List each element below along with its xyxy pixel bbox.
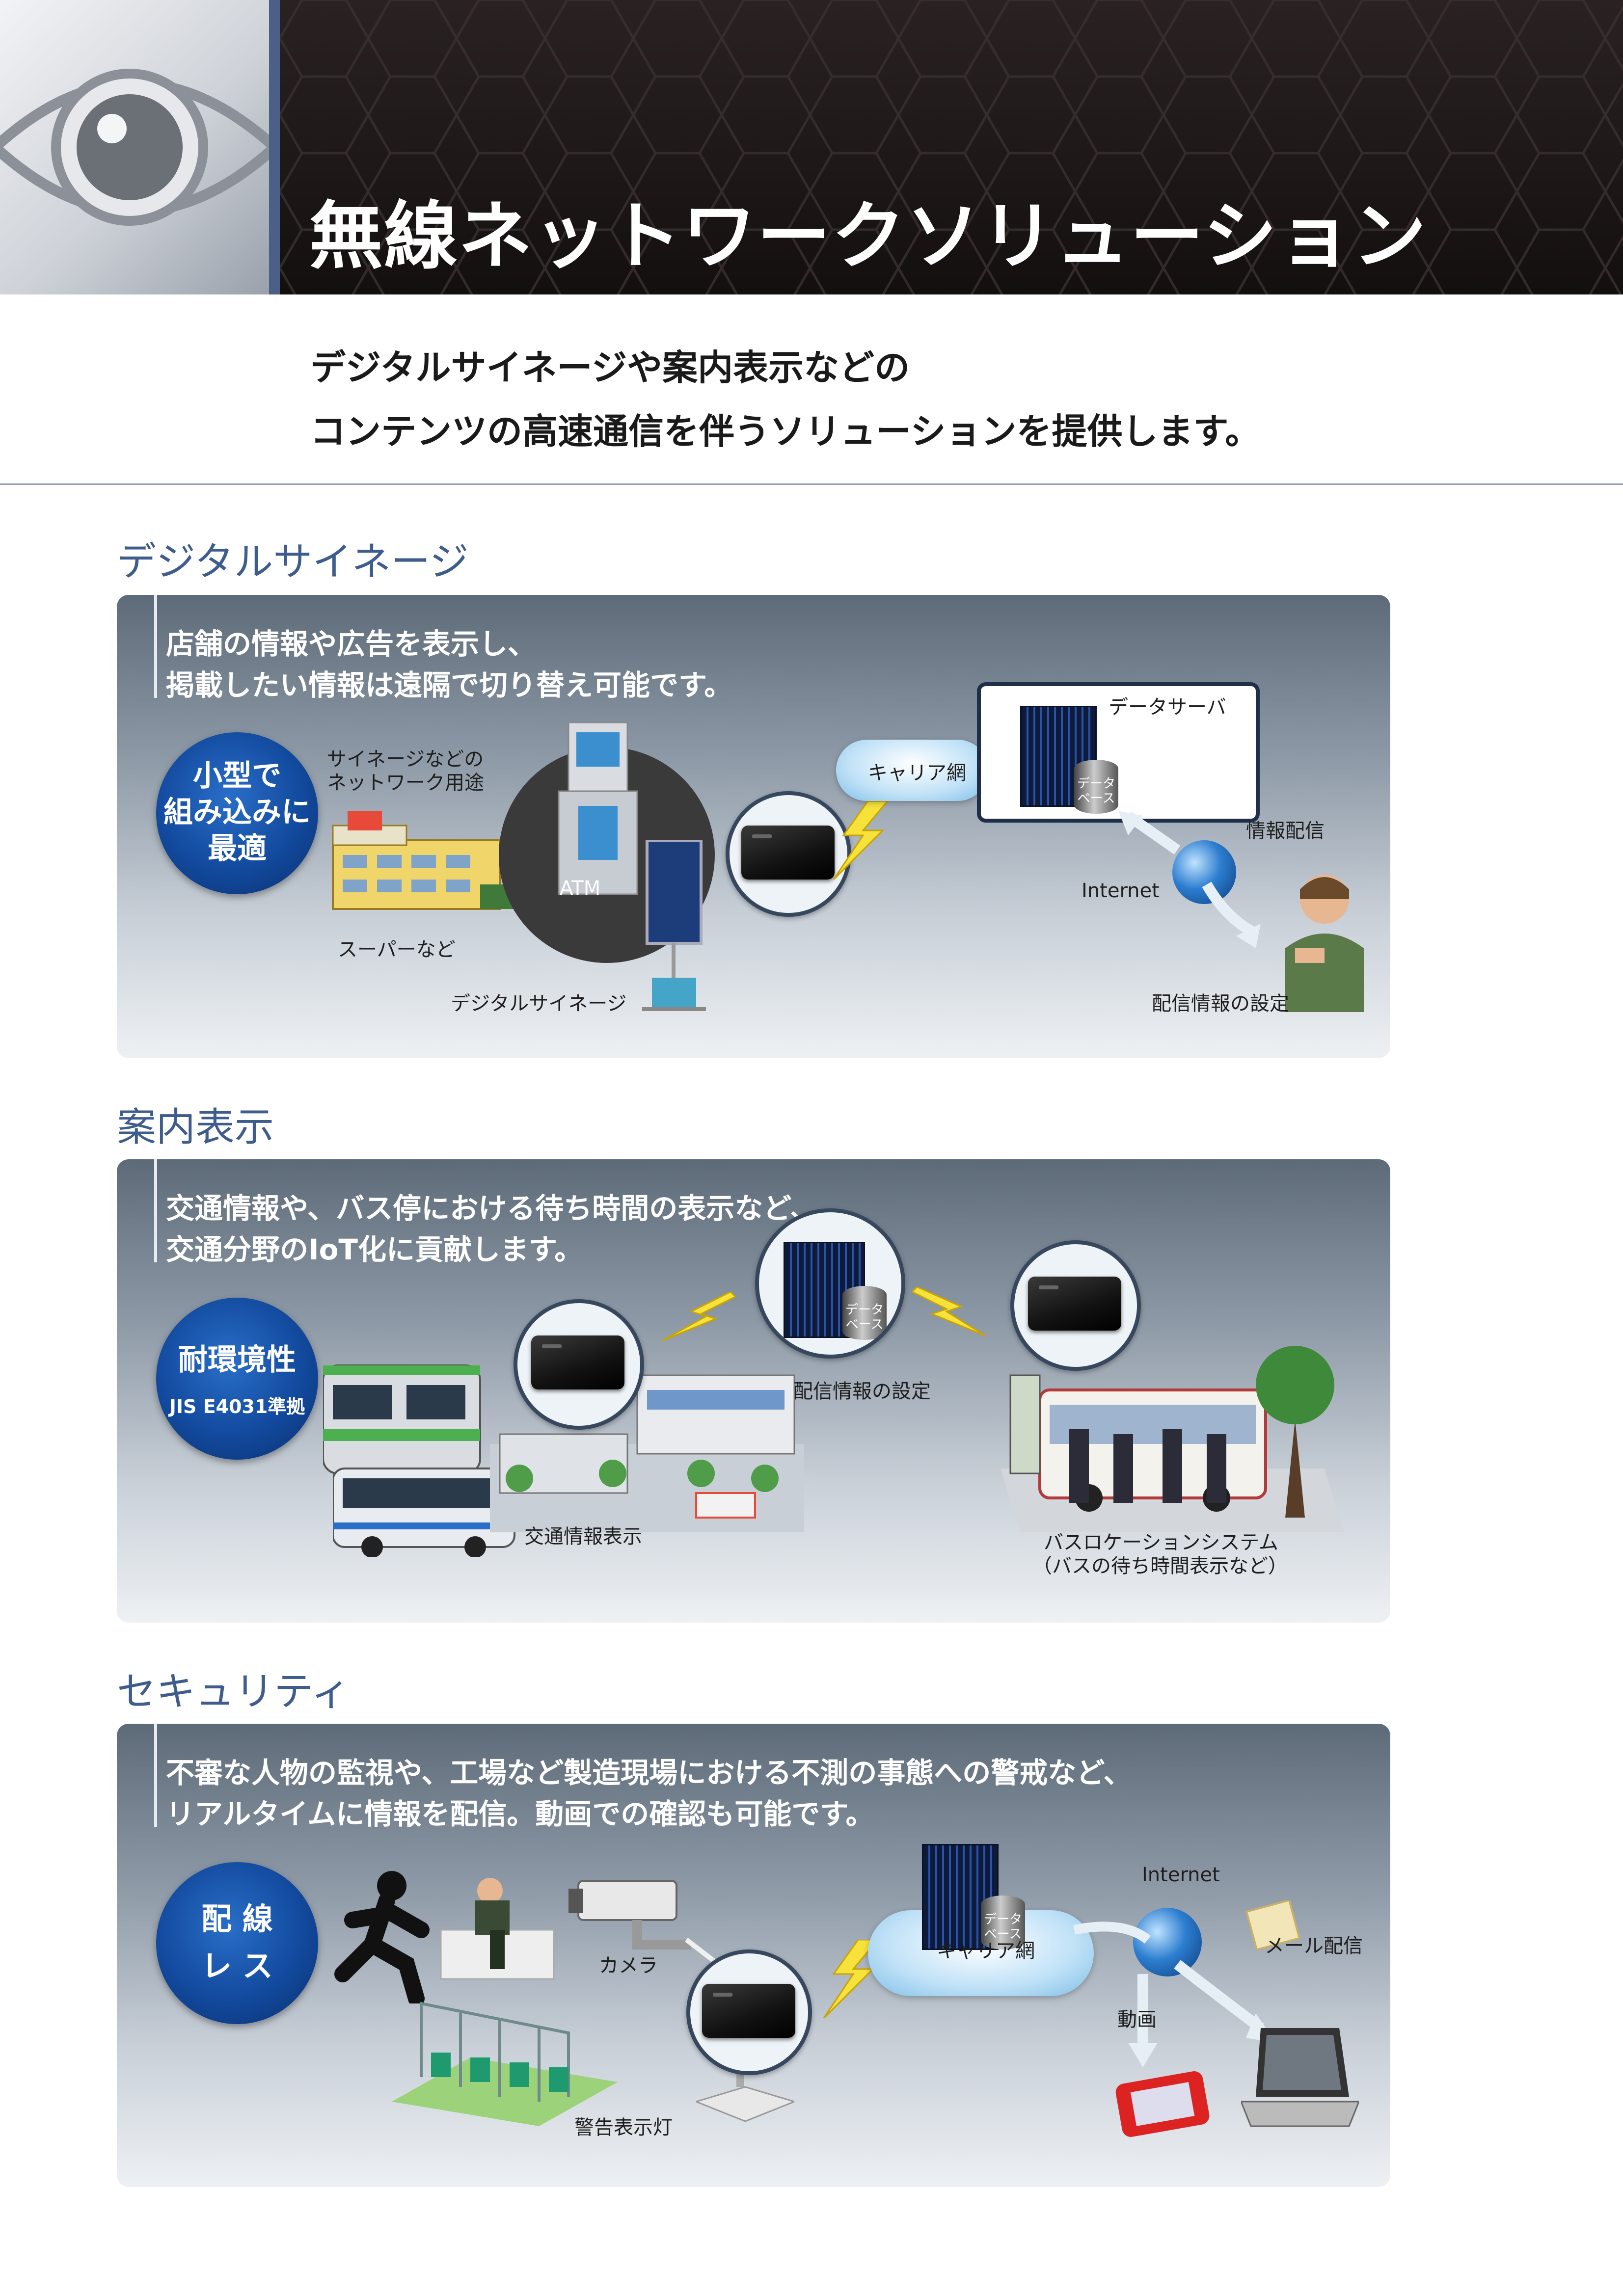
- label-use-2: ネットワーク用途: [327, 772, 484, 794]
- badge-line-1: 小型で: [193, 759, 281, 793]
- desc-line-2: 交通分野のIoT化に貢献します。: [166, 1233, 583, 1266]
- badge-line-1: 耐環境性: [178, 1343, 296, 1377]
- panel-security: 不審な人物の監視や、工場など製造現場における不測の事態への警戒など、 リアルタイ…: [117, 1724, 1390, 2187]
- smartphone-icon: [1115, 2071, 1210, 2137]
- laptop-icon: [1241, 2028, 1359, 2127]
- accent-bar: [269, 0, 280, 294]
- person-phone-icon: [1285, 875, 1364, 1012]
- label-bus-location-sub: （バスの待ち時間表示など）: [1032, 1555, 1288, 1577]
- mail-icon: [1245, 1900, 1301, 1951]
- page-title: 無線ネットワークソリューション: [309, 194, 1428, 279]
- wireless-bolt-icon: [833, 801, 889, 880]
- panel-signage: 店舗の情報や広告を表示し、 掲載したい情報は遠隔で切り替え可能です。 小型で 組…: [117, 595, 1390, 1058]
- bus-stop-scene-icon: [1001, 1346, 1344, 1532]
- label-super: スーパーなど: [338, 938, 456, 961]
- database-icon: データベース: [981, 1896, 1025, 1949]
- signage-stand-icon: [642, 840, 706, 1011]
- device-bubble: [726, 791, 851, 917]
- label-video: 動画: [1117, 2008, 1157, 2031]
- wireless-bolt-icon: [662, 1292, 735, 1341]
- wireless-bolt-icon: [912, 1287, 986, 1336]
- label-mail: メール配信: [1265, 1935, 1363, 1957]
- label-atm: ATM: [560, 877, 601, 900]
- badge-line-2: JIS E4031準拠: [169, 1396, 305, 1417]
- eye-icon: [0, 69, 269, 226]
- climbing-person-icon: [440, 1878, 555, 1980]
- badge-wireless: 配 線 レ ス: [156, 1862, 318, 2024]
- globe-icon: [1172, 840, 1236, 904]
- server-bubble: データベース: [755, 1208, 905, 1359]
- hexagon-pattern: [280, 0, 1623, 294]
- desc-line-1: 店舗の情報や広告を表示し、: [166, 627, 537, 661]
- badge-compact: 小型で 組み込みに 最適: [156, 732, 318, 894]
- device-bubble-1: [514, 1299, 644, 1430]
- camera-icon: [568, 1880, 691, 1949]
- label-internet: Internet: [1142, 1864, 1220, 1886]
- database-icon: データベース: [842, 1286, 887, 1340]
- divider: [0, 483, 1623, 485]
- panel-accent: [154, 595, 157, 698]
- label-data-server: データサーバ: [1109, 696, 1226, 719]
- label-warning-light: 警告表示灯: [574, 2116, 673, 2139]
- section-title-guidance: 案内表示: [117, 1104, 274, 1150]
- badge-line-3: 最適: [208, 831, 267, 866]
- intruder-icon: [334, 1871, 430, 2003]
- router-device-icon: [531, 1335, 624, 1389]
- router-device-icon: [1028, 1277, 1121, 1331]
- badge-line-1: 配 線: [201, 1901, 273, 1937]
- label-carrier: キャリア網: [868, 762, 966, 784]
- desc-line-2: 掲載したい情報は遠隔で切り替え可能です。: [166, 668, 733, 702]
- bus-icon: [333, 1468, 515, 1557]
- panel-description: 不審な人物の監視や、工場など製造現場における不測の事態への警戒など、 リアルタイ…: [166, 1752, 1132, 1835]
- panel-guidance: 交通情報や、バス停における待ち時間の表示など、 交通分野のIoT化に貢献します。…: [117, 1159, 1390, 1623]
- label-signage: デジタルサイネージ: [451, 992, 627, 1015]
- label-camera: カメラ: [599, 1954, 658, 1977]
- router-device-icon: [702, 1984, 795, 2038]
- panel-accent: [154, 1724, 157, 1827]
- atm-icon: [558, 722, 638, 895]
- station-scene-icon: [490, 1374, 804, 1532]
- section-title-signage: デジタルサイネージ: [117, 539, 469, 585]
- desc-line-1: 交通情報や、バス停における待ち時間の表示など、: [166, 1192, 819, 1225]
- label-carrier: キャリア網: [937, 1940, 1035, 1962]
- device-bubble: [686, 1949, 812, 2075]
- badge-durability: 耐環境性 JIS E4031準拠: [156, 1298, 318, 1460]
- desc-line-1: 不審な人物の監視や、工場など製造現場における不測の事態への警戒など、: [166, 1756, 1132, 1789]
- intro-line-1: デジタルサイネージや案内表示などの: [310, 347, 910, 388]
- section-title-security: セキュリティ: [117, 1669, 351, 1714]
- title-banner: [280, 0, 1623, 294]
- label-bus-location: バスロケーションシステム: [1044, 1531, 1278, 1554]
- delivery-arrows: [1073, 1922, 1275, 2067]
- page-header: 無線ネットワークソリューション: [0, 0, 1623, 294]
- badge-line-2: 組み込みに: [163, 795, 311, 829]
- desc-line-2: リアルタイムに情報を配信。動画での確認も可能です。: [166, 1797, 874, 1831]
- panel-description: 店舗の情報や広告を表示し、 掲載したい情報は遠隔で切り替え可能です。: [166, 623, 732, 706]
- carrier-cloud-icon: [836, 740, 988, 801]
- label-internet: Internet: [1082, 880, 1160, 902]
- panel-accent: [154, 1159, 157, 1262]
- factory-line-icon: [392, 2002, 618, 2126]
- router-device-icon: [741, 826, 835, 880]
- badge-line-2: レ ス: [201, 1948, 273, 1984]
- label-delivery-setting: 配信情報の設定: [1152, 992, 1289, 1015]
- label-info-delivery: 情報配信: [1246, 820, 1325, 842]
- label-delivery-setting: 配信情報の設定: [793, 1380, 931, 1403]
- database-icon: データベース: [1074, 760, 1118, 814]
- intro-line-2: コンテンツの高速通信を伴うソリューションを提供します。: [310, 411, 1261, 452]
- delivery-arrows: [1118, 811, 1261, 948]
- device-bubble-2: [1010, 1240, 1141, 1371]
- label-traffic-display: 交通情報表示: [524, 1525, 642, 1548]
- data-server-box: データベース データサーバ: [977, 682, 1260, 823]
- supermarket-icon: [332, 811, 514, 910]
- label-use: サイネージなどの: [327, 748, 484, 771]
- panel-description: 交通情報や、バス停における待ち時間の表示など、 交通分野のIoT化に貢献します。: [166, 1188, 818, 1270]
- eye-panel: [0, 0, 269, 294]
